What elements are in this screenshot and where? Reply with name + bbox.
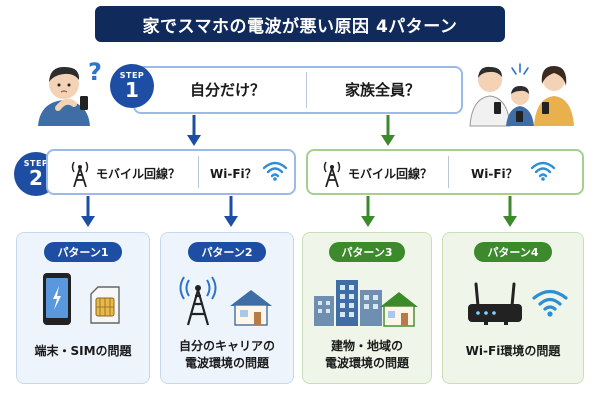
house-icon xyxy=(230,290,272,326)
wifi-icon xyxy=(262,161,288,181)
step1-divider xyxy=(306,72,307,108)
pattern3-label-line1: 建物・地域の xyxy=(330,339,403,353)
buildings-icon xyxy=(314,280,382,326)
arrow-down-icon xyxy=(503,196,517,227)
step2-right-divider xyxy=(448,156,449,188)
step2-word: STEP xyxy=(23,159,49,168)
page-title: 家でスマホの電波が悪い原因 4パターン xyxy=(95,6,505,42)
step2-left-box xyxy=(46,149,296,195)
house-icon xyxy=(380,292,418,327)
pattern1-label-line1: 端末・SIMの問題 xyxy=(34,344,132,358)
left-wifi-label: Wi-Fi？ xyxy=(210,167,257,181)
cell-tower-icon xyxy=(179,276,217,326)
svg-text:?: ? xyxy=(88,58,102,86)
pattern2-label-line1: 自分のキャリアの xyxy=(178,339,275,353)
router-icon xyxy=(468,282,522,325)
step1-word: STEP xyxy=(119,71,145,80)
wifi-icon xyxy=(532,289,568,317)
step1-badge: STEP 1 xyxy=(110,64,154,108)
pattern3-badge: パターン3 xyxy=(329,242,405,262)
smartphone-icon xyxy=(43,273,71,325)
step1-question-box xyxy=(133,66,463,114)
step2-number: 2 xyxy=(29,166,43,190)
step1-left-question: 自分だけ？ xyxy=(190,81,266,99)
right-mobile-label: モバイル回線？ xyxy=(348,167,433,181)
right-wifi-label: Wi-Fi？ xyxy=(471,167,518,181)
family-with-phones-icon xyxy=(469,63,574,127)
step2-left-divider xyxy=(198,156,199,188)
step1-number: 1 xyxy=(125,78,139,102)
arrow-down-icon xyxy=(187,115,201,146)
pattern2-badge: パターン2 xyxy=(188,242,266,262)
arrow-down-icon xyxy=(361,196,375,227)
wifi-icon xyxy=(530,161,556,181)
cell-tower-icon xyxy=(71,161,89,188)
pattern4-badge: パターン4 xyxy=(474,242,552,262)
arrow-down-icon xyxy=(381,115,395,146)
pattern2-label-line2: 電波環境の問題 xyxy=(184,356,269,370)
pattern1-badge: パターン1 xyxy=(44,242,122,262)
question-mark-icon: ? xyxy=(88,58,102,86)
thinking-person-icon xyxy=(38,66,90,126)
arrow-down-icon xyxy=(81,196,95,227)
sim-card-icon xyxy=(90,286,120,324)
arrow-down-icon xyxy=(224,196,238,227)
step1-right-question: 家族全員？ xyxy=(345,81,421,99)
pattern4-label-line1: Wi-Fi環境の問題 xyxy=(465,344,561,358)
left-mobile-label: モバイル回線？ xyxy=(96,167,181,181)
cell-tower-icon xyxy=(323,161,341,188)
pattern3-label-line2: 電波環境の問題 xyxy=(324,356,409,370)
